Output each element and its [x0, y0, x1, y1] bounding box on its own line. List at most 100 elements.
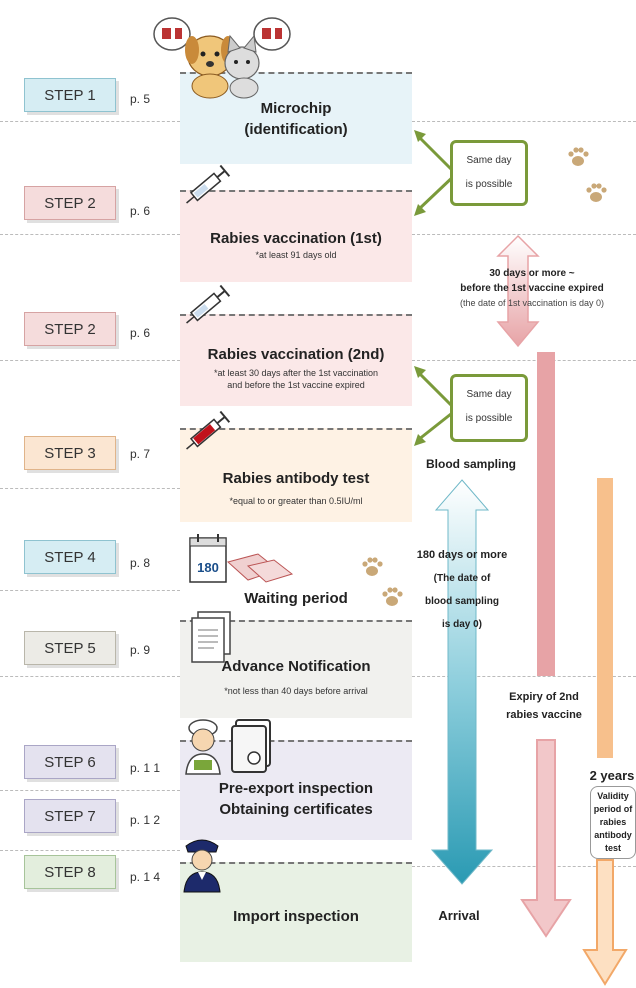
syringe-icon: [186, 164, 231, 204]
card-title: Rabies antibody test: [222, 470, 370, 487]
step-2-badge: STEP 2: [24, 186, 116, 220]
blood-sampling-label: Blood sampling: [426, 457, 516, 471]
same-day-bracket-1: [416, 134, 458, 212]
step-2b-badge: STEP 2: [24, 312, 116, 346]
note-line: is day 0): [441, 619, 483, 630]
separator: [412, 866, 636, 867]
page-ref: p. 5: [130, 92, 151, 106]
syringe-icon: [186, 284, 231, 324]
card-title: Waiting period: [244, 590, 348, 607]
note-line: test: [604, 843, 621, 853]
note-line: Validity: [597, 791, 629, 801]
separator: [0, 360, 180, 361]
green-arrowhead: [414, 204, 426, 216]
note-line: (The date of: [433, 573, 491, 584]
paw-icon: [586, 183, 607, 202]
calendar-icon: 180: [189, 534, 294, 583]
page-ref: p. 1 2: [130, 813, 161, 827]
separator: [0, 488, 180, 489]
card-title: Advance Notification: [221, 658, 371, 675]
vaccine-2-card: Rabies vaccination (2nd) *at least 30 da…: [180, 314, 412, 406]
same-day-text: is possible: [465, 413, 513, 424]
step-label: STEP 1: [44, 86, 96, 104]
note-line: 180 days or more: [416, 549, 508, 561]
card-note: *not less than 40 days before arrival: [224, 686, 368, 696]
expiry-arrow: [520, 739, 572, 938]
same-day-bracket-2: [416, 370, 458, 442]
step-6-badge: STEP 6: [24, 745, 116, 779]
step-3-badge: STEP 3: [24, 436, 116, 470]
validity-arrow: [582, 859, 628, 986]
separator: [412, 676, 636, 677]
note-line: rabies vaccine: [506, 709, 582, 721]
card-note: and before the 1st vaccine expired: [227, 380, 365, 390]
note-line: before the 1st vaccine expired: [460, 283, 604, 294]
officer-icon: [183, 839, 221, 893]
page-ref: p. 8: [130, 556, 151, 570]
card-title: Import inspection: [233, 908, 359, 925]
card-title: (identification): [244, 121, 348, 138]
page-ref: p. 1 4: [130, 870, 161, 884]
validity-box: Validity period of rabies antibody test: [590, 786, 636, 859]
inspector-icon: [185, 719, 221, 775]
step-label: STEP 2: [44, 194, 96, 212]
arrival-label: Arrival: [438, 908, 480, 923]
paw-icon: [382, 587, 403, 606]
card-note: *at least 91 days old: [255, 250, 337, 260]
preexport-card: Pre-export inspection Obtaining certific…: [180, 740, 412, 840]
page-ref: p. 9: [130, 643, 151, 657]
expiry-label: Expiry of 2nd rabies vaccine: [492, 688, 596, 724]
step-7-badge: STEP 7: [24, 799, 116, 833]
thirty-day-arrow: [496, 234, 540, 348]
separator: [0, 676, 180, 677]
separator: [0, 121, 180, 122]
waiting-period-arrow: [430, 479, 494, 885]
antibody-card: Rabies antibody test *equal to or greate…: [180, 428, 412, 522]
page-ref: p. 1 1: [130, 761, 161, 775]
card-title: Rabies vaccination (1st): [210, 230, 382, 247]
page-ref: p. 6: [130, 204, 151, 218]
note-line: antibody: [594, 830, 632, 840]
same-day-box-2: Same day is possible: [450, 374, 528, 442]
card-title: Rabies vaccination (2nd): [207, 346, 385, 363]
step-label: STEP 2: [44, 320, 96, 338]
step-4-badge: STEP 4: [24, 540, 116, 574]
card-title: Pre-export inspection: [218, 780, 374, 797]
document-icon: [191, 611, 231, 663]
paw-icon: [362, 557, 383, 576]
same-day-text: Same day: [466, 155, 512, 166]
step-8-badge: STEP 8: [24, 855, 116, 889]
green-arrowhead: [414, 130, 426, 142]
card-note: *at least 30 days after the 1st vaccinat…: [213, 368, 379, 378]
import-card: Import inspection: [180, 862, 412, 962]
same-day-text: Same day: [466, 389, 512, 400]
green-arrowhead: [414, 366, 426, 378]
two-years-label: 2 years: [589, 768, 635, 783]
note-line: period of: [593, 804, 633, 814]
note-line: 30 days or more ~: [489, 268, 575, 279]
card-title: Microchip: [260, 100, 332, 117]
card-title: Obtaining certificates: [219, 801, 373, 818]
separator: [0, 234, 180, 235]
dog-cat-icon: [153, 17, 291, 99]
separator: [412, 121, 636, 122]
thirty-days-label: 30 days or more ~ before the 1st vaccine…: [432, 266, 632, 311]
separator: [412, 360, 636, 361]
step-label: STEP 6: [44, 753, 96, 771]
separator: [0, 850, 180, 851]
card-note: *equal to or greater than 0.5IU/ml: [229, 496, 363, 506]
calendar-number: 180: [197, 560, 219, 575]
paw-icon: [568, 147, 589, 166]
step-label: STEP 3: [44, 444, 96, 462]
vaccine-1-card: Rabies vaccination (1st) *at least 91 da…: [180, 190, 412, 282]
step-1-badge: STEP 1: [24, 78, 116, 112]
same-day-text: is possible: [465, 179, 513, 190]
step-label: STEP 4: [44, 548, 96, 566]
green-arrowhead: [414, 434, 426, 446]
days-180-label: 180 days or more (The date of blood samp…: [404, 544, 520, 636]
note-line: (the date of 1st vaccination is day 0): [459, 298, 605, 308]
step-label: STEP 8: [44, 863, 96, 881]
note-line: blood sampling: [425, 596, 499, 607]
separator: [0, 790, 180, 791]
